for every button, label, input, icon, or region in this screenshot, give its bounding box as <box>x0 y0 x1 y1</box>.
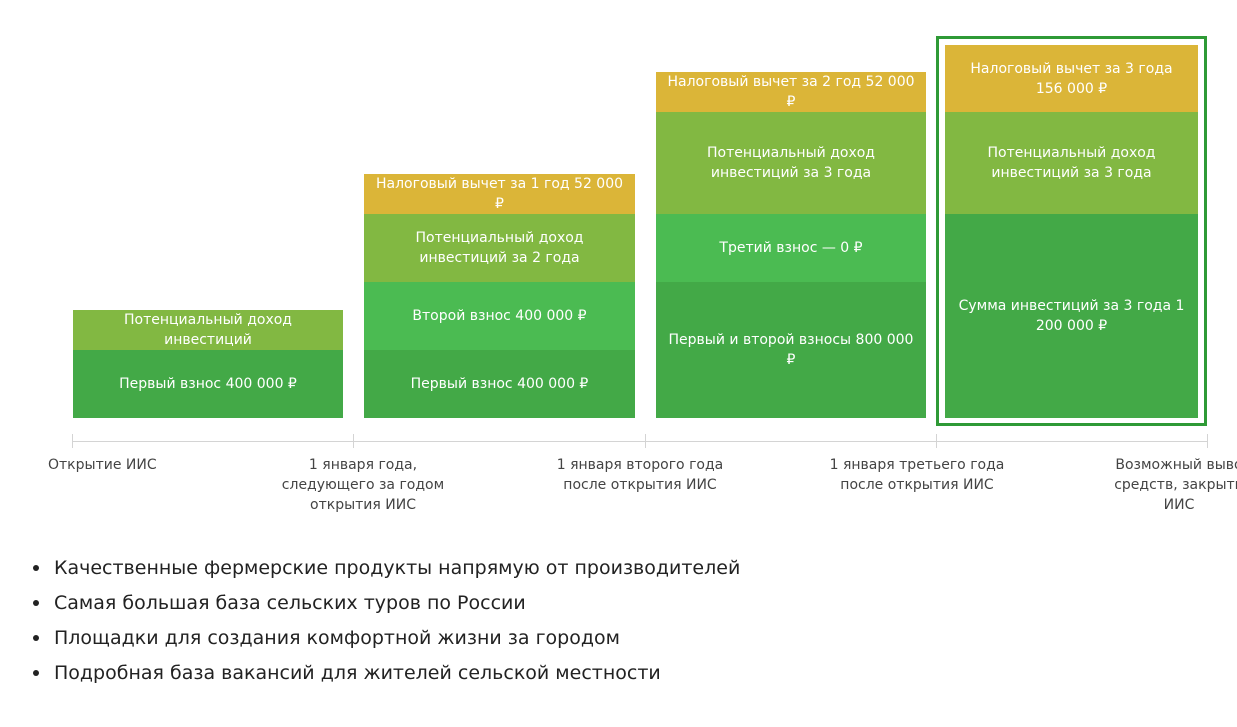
milestone-year-1-label: 1 января года, следующего за годом откры… <box>273 455 453 515</box>
milestone-line: следующего за годом <box>281 477 445 493</box>
benefit-item-country-living: Площадки для создания комфортной жизни з… <box>32 621 740 656</box>
stage-4-total-investment-block: Сумма инвестиций за 3 года 1 200 000 ₽ <box>945 214 1198 418</box>
milestone-line: Открытие ИИС <box>48 457 157 473</box>
milestone-line: после открытия ИИС <box>840 477 994 493</box>
stage-1-contribution-block: Первый взнос 400 000 ₽ <box>73 350 343 418</box>
stage-2-second-contribution-block: Второй взнос 400 000 ₽ <box>364 282 635 350</box>
milestone-line: 1 января третьего года <box>829 457 1005 473</box>
timeline-tick <box>72 434 73 448</box>
stage-1-income-block: Потенциальный доход инвестиций <box>73 310 343 350</box>
stage-2-first-contribution-block: Первый взнос 400 000 ₽ <box>364 350 635 418</box>
stage-3-first-second-contribution-block: Первый и второй взносы 800 000 ₽ <box>656 282 926 418</box>
stage-3-income-block: Потенциальный доход инвестиций за 3 года <box>656 112 926 214</box>
stage-3-tax-deduction-block: Налоговый вычет за 2 год 52 000 ₽ <box>656 72 926 112</box>
milestone-year-2-label: 1 января второго года после открытия ИИС <box>550 455 730 495</box>
timeline-tick <box>353 434 354 448</box>
stage-4-tax-deduction-block: Налоговый вычет за 3 года 156 000 ₽ <box>945 45 1198 112</box>
milestone-line: открытия ИИС <box>310 497 416 513</box>
milestone-opening-label: Открытие ИИС <box>48 455 157 475</box>
timeline-tick <box>936 434 937 448</box>
milestone-withdrawal-label: Возможный выво средств, закрыти ИИС <box>1109 455 1237 515</box>
milestone-line: Возможный выво <box>1115 457 1237 473</box>
milestone-line: средств, закрыти <box>1114 477 1237 493</box>
benefit-item-rural-tours: Самая большая база сельских туров по Рос… <box>32 586 740 621</box>
stage-2-tax-deduction-block: Налоговый вычет за 1 год 52 000 ₽ <box>364 174 635 214</box>
milestone-line: 1 января второго года <box>556 457 724 473</box>
milestone-year-3-label: 1 января третьего года после открытия ИИ… <box>826 455 1008 495</box>
timeline-tick <box>645 434 646 448</box>
milestone-line: после открытия ИИС <box>563 477 717 493</box>
stage-3-third-contribution-block: Третий взнос — 0 ₽ <box>656 214 926 282</box>
timeline-tick <box>1207 434 1208 448</box>
benefit-item-rural-jobs: Подробная база вакансий для жителей сель… <box>32 656 740 691</box>
stage-2-income-block: Потенциальный доход инвестиций за 2 года <box>364 214 635 282</box>
benefits-list: Качественные фермерские продукты напряму… <box>32 551 740 691</box>
milestone-line: 1 января года, <box>308 457 418 473</box>
milestone-line: ИИС <box>1163 497 1195 513</box>
stage-4-income-block: Потенциальный доход инвестиций за 3 года <box>945 112 1198 214</box>
timeline-axis <box>72 441 1208 442</box>
benefit-item-farm-products: Качественные фермерские продукты напряму… <box>32 551 740 586</box>
